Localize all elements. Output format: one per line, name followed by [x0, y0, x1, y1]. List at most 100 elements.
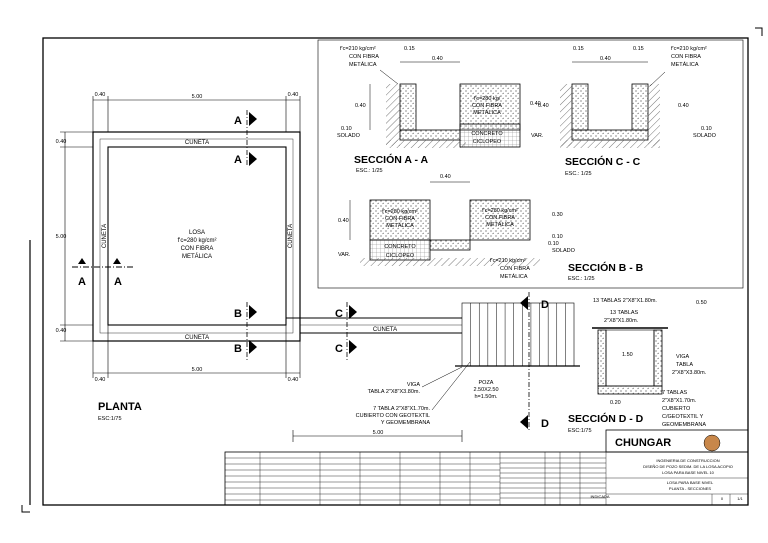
- aa-ciclopeo-1: CONCRETO: [471, 131, 503, 137]
- dd-base: [597, 385, 663, 395]
- cut-b-markers: B B: [234, 302, 257, 360]
- tb-drawing-1: LOSA PARA BASE NIVEL: [667, 480, 714, 485]
- cut-b-bot-label: B: [234, 343, 242, 355]
- aa-losa-1: f'c=280 kg/: [474, 96, 501, 102]
- cut-c-bot-label: C: [335, 343, 343, 355]
- tb-project-1: INGENIERIA DE CONSTRUCCION: [656, 458, 719, 463]
- dd-tablas7-3: CUBIERTO: [662, 406, 691, 412]
- cuneta-label-top: CUNETA: [185, 140, 209, 146]
- bb-fc-1: f'c=210 kg/cm²: [490, 258, 526, 264]
- dim-left-bot: 0.40: [56, 328, 67, 334]
- aa-d010: 0.10: [341, 126, 352, 132]
- bb-base: [429, 239, 471, 251]
- aa-ciclopeo: [459, 123, 521, 148]
- aa-fc-1: f'c=210 kg/cm²: [340, 46, 376, 52]
- bb-fc-2: CON FIBRA: [500, 266, 530, 272]
- run-dimension: [292, 430, 463, 442]
- aa-d015: 0.15: [404, 46, 415, 52]
- dim-top-mid: 5.00: [192, 94, 203, 100]
- dd-tablas7-2: 2"X8"X1.70m.: [662, 398, 697, 404]
- dim-left-mid: 5.00: [56, 234, 67, 240]
- tb-drawing-2: PLANTA - SECCIONES: [669, 486, 711, 491]
- bb-ciclopeo-2: CICLOPEO: [386, 253, 415, 259]
- svg-text:Y GEOMEMBRANA: Y GEOMEMBRANA: [381, 420, 430, 426]
- aa-var: VAR.: [531, 133, 544, 139]
- aa-title: SECCIÓN A - A: [354, 153, 429, 166]
- cut-a-right-label: A: [114, 276, 122, 288]
- cuneta-channel: [99, 138, 294, 334]
- cc-d015b: 0.15: [633, 46, 644, 52]
- tb-project-3: LOSA PARA BASE NIVEL 10: [662, 470, 715, 475]
- svg-text:TABLA 2"X8"X3.80m.: TABLA 2"X8"X3.80m.: [368, 389, 421, 395]
- dd-title: SECCIÓN D - D: [568, 412, 644, 425]
- cc-fc-3: METÁLICA: [671, 61, 699, 68]
- cc-soil-left: [560, 84, 572, 146]
- tb-scale: INDICADA: [590, 494, 609, 499]
- aa-d040c: 0.40: [530, 101, 541, 107]
- cut-a-markers: A A A A: [72, 110, 257, 288]
- bb-ciclopeo-1: CONCRETO: [384, 244, 416, 250]
- section-aa: f'c=210 kg/cm² CON FIBRA METÁLICA 0.15 0…: [337, 46, 544, 174]
- dim-bot-mid: 5.00: [192, 367, 203, 373]
- cc-d040: 0.40: [600, 56, 611, 62]
- viga-label: VIGA TABLA 2"X8"X3.80m.: [368, 382, 421, 395]
- dd-tablas13b-1: 13 TABLAS: [610, 310, 639, 316]
- dd-viga-2: TABLA: [676, 362, 693, 368]
- plan-bottom-dimensions: [92, 325, 301, 378]
- aa-d040b: 0.40: [355, 103, 366, 109]
- section-dd: 13 TABLAS 2"X8"X1.80m. 13 TABLAS 2"X8"X1…: [568, 298, 707, 434]
- dd-d020: 0.20: [610, 400, 621, 406]
- cc-fc-2: CON FIBRA: [671, 54, 701, 60]
- cc-title: SECCIÓN C - C: [565, 155, 641, 168]
- tb-project-2: DISEÑO DE POZO SEDIM. DE LA LOSA ACOPIO: [643, 464, 733, 469]
- cuneta-label-left: CUNETA: [102, 224, 108, 248]
- cc-d010: 0.10: [701, 126, 712, 132]
- cuneta-label-bottom: CUNETA: [185, 335, 209, 341]
- company-logo-box: [605, 429, 749, 453]
- cuneta-label-right: CUNETA: [288, 224, 294, 248]
- cc-scale: ESC.: 1/25: [565, 171, 592, 177]
- tb-sheet: 1/1: [737, 496, 743, 501]
- cuneta-outer-edge: [92, 131, 301, 342]
- bb-d010b: 0.10: [548, 241, 559, 247]
- svg-text:POZA: POZA: [479, 380, 494, 386]
- cc-d040v: 0.40: [538, 103, 549, 109]
- cut-c-markers: C C: [335, 302, 357, 360]
- dd-tablas7-1: 7 TABLAS: [662, 390, 688, 396]
- plan-view: CUNETA CUNETA CUNETA CUNETA LOSA f'c=280…: [56, 92, 580, 442]
- bb-losa1-1: f'c=280 kg/cm²: [382, 209, 418, 215]
- bb-fc-3: METÁLICA: [500, 273, 528, 280]
- aa-losa-3: METÁLICA: [473, 109, 501, 116]
- bb-d030: 0.30: [552, 212, 563, 218]
- cut-c-top-label: C: [335, 308, 343, 320]
- aa-scale: ESC.: 1/25: [356, 168, 383, 174]
- svg-text:7 TABLA 2"X8"X1.70m.: 7 TABLA 2"X8"X1.70m.: [373, 406, 430, 412]
- bb-title: SECCIÓN B - B: [568, 261, 644, 274]
- svg-text:h=1.50m.: h=1.50m.: [474, 394, 498, 400]
- aa-soil-left: [386, 84, 400, 146]
- plan-scale: ESC:1/75: [98, 416, 122, 422]
- dd-d150: 1.50: [622, 352, 633, 358]
- title-block: CHUNGAR INGENIERIA DE CONSTRUCCION DISEÑ…: [224, 429, 749, 506]
- tablas-label: 7 TABLA 2"X8"X1.70m. CUBIERTO CON GEOTEX…: [356, 406, 431, 426]
- aa-d040a: 0.40: [432, 56, 443, 62]
- dd-wall-left: [597, 329, 607, 387]
- cc-wall-right: [631, 83, 649, 131]
- dim-top-left: 0.40: [95, 92, 106, 98]
- cc-fc-1: f'c=210 kg/cm²: [671, 46, 707, 52]
- bb-losa2-3: METÁLICA: [486, 221, 514, 228]
- tb-rev: 0: [721, 496, 724, 501]
- cc-wall-left: [571, 83, 589, 131]
- bb-scale: ESC.: 1/25: [568, 276, 595, 282]
- cc-d015a: 0.15: [573, 46, 584, 52]
- aa-ciclopeo-2: CICLOPEO: [473, 139, 502, 145]
- aa-fc-3: METÁLICA: [349, 61, 377, 68]
- dd-scale: ESC:1/75: [568, 428, 592, 434]
- dd-tablas7-4: C/GEOTEXTIL Y: [662, 414, 704, 420]
- svg-text:CUBIERTO CON GEOTEXTIL: CUBIERTO CON GEOTEXTIL: [356, 413, 430, 419]
- dd-d050: 0.50: [696, 300, 707, 306]
- company-name: CHUNGAR: [615, 437, 671, 449]
- cut-d-bot-label: D: [541, 418, 549, 430]
- cc-base: [571, 129, 649, 141]
